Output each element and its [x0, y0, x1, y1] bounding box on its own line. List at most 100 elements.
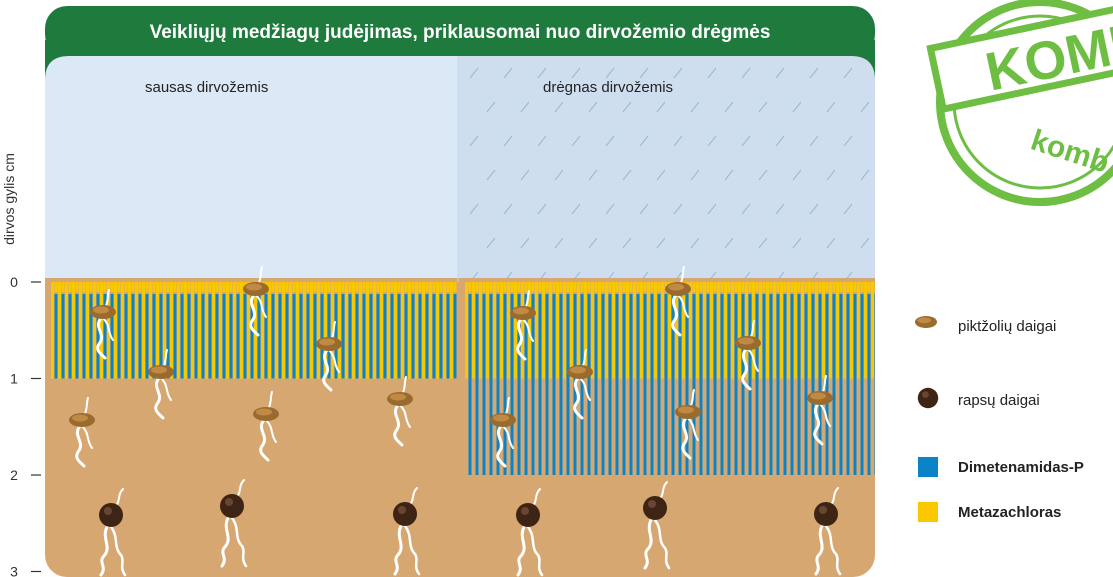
metazachlor-stripe — [545, 282, 549, 292]
legend-swatch — [918, 502, 938, 522]
metazachlor-stripe — [180, 282, 184, 292]
dimethenamid-stripe — [250, 294, 254, 379]
metazachlor-stripe — [783, 282, 787, 292]
dimethenamid-stripe — [292, 294, 296, 379]
metazachlor-stripe — [601, 282, 605, 292]
metazachlor-stripe — [331, 282, 334, 379]
metazachlor-stripe — [643, 282, 647, 292]
metazachlor-stripe — [692, 282, 696, 292]
dimethenamid-stripe — [229, 294, 233, 379]
metazachlor-stripe — [776, 282, 780, 292]
metazachlor-stripe — [75, 282, 79, 292]
weed-seedling-icon — [913, 302, 939, 363]
metazachlor-stripe — [152, 282, 156, 292]
dimethenamid-stripe — [383, 294, 387, 379]
dimethenamid-stripe — [755, 294, 759, 475]
metazachlor-stripe — [163, 282, 166, 379]
legend-label: Metazachloras — [958, 504, 1061, 521]
metazachlor-stripe — [51, 282, 54, 379]
metazachlor-stripe — [538, 282, 542, 292]
dimethenamid-stripe — [131, 294, 135, 379]
dimethenamid-stripe — [489, 294, 493, 475]
metazachlor-stripe — [229, 282, 233, 292]
metazachlor-stripe — [514, 282, 517, 379]
metazachlor-stripe — [759, 282, 762, 379]
metazachlor-stripe — [303, 282, 306, 379]
dimethenamid-stripe — [475, 294, 479, 475]
metazachlor-stripe — [804, 282, 808, 292]
metazachlor-stripe — [815, 282, 818, 379]
metazachlor-stripe — [320, 282, 324, 292]
metazachlor-stripe — [383, 282, 387, 292]
metazachlor-stripe — [524, 282, 528, 292]
metazachlor-stripe — [439, 282, 443, 292]
metazachlor-stripe — [853, 282, 857, 292]
metazachlor-stripe — [128, 282, 131, 379]
metazachlor-stripe — [362, 282, 366, 292]
metazachlor-stripe — [787, 282, 790, 379]
dimethenamid-stripe — [117, 294, 121, 379]
dimethenamid-stripe — [874, 294, 875, 475]
metazachlor-stripe — [121, 282, 124, 379]
dimethenamid-stripe — [671, 294, 675, 475]
rapeseed-seedling-icon — [916, 374, 942, 451]
metazachlor-stripe — [355, 282, 359, 292]
wet-soil-label: drėgnas dirvožemis — [543, 79, 673, 96]
dimethenamid-stripe — [285, 294, 289, 379]
dimethenamid-stripe — [355, 294, 359, 379]
metazachlor-stripe — [219, 282, 222, 379]
metazachlor-stripe — [825, 282, 829, 292]
metazachlor-stripe — [194, 282, 198, 292]
dimethenamid-stripe — [124, 294, 128, 379]
metazachlor-stripe — [450, 282, 453, 379]
dimethenamid-stripe — [860, 294, 864, 475]
metazachlor-stripe — [401, 282, 404, 379]
metazachlor-stripe — [794, 282, 797, 379]
metazachlor-stripe — [222, 282, 226, 292]
metazachlor-stripe — [254, 282, 257, 379]
metazachlor-stripe — [82, 282, 86, 292]
metazachlor-stripe — [72, 282, 75, 379]
metazachlor-stripe — [734, 282, 738, 292]
metazachlor-stripe — [261, 282, 264, 379]
metazachlor-stripe — [797, 282, 801, 292]
metazachlor-stripe — [633, 282, 636, 379]
metazachlor-stripe — [657, 282, 661, 292]
metazachlor-stripe — [836, 282, 839, 379]
metazachlor-stripe — [580, 282, 584, 292]
metazachlor-stripe — [566, 282, 570, 292]
dimethenamid-stripe — [587, 294, 591, 475]
dimethenamid-stripe — [762, 294, 766, 475]
dimethenamid-stripe — [446, 294, 450, 379]
metazachlor-stripe — [839, 282, 843, 292]
metazachlor-stripe — [61, 282, 65, 292]
metazachlor-stripe — [348, 282, 352, 292]
dimethenamid-stripe — [271, 294, 275, 379]
metazachlor-stripe — [418, 282, 422, 292]
metazachlor-stripe — [149, 282, 152, 379]
wet-air-region — [458, 56, 875, 282]
metazachlor-stripe — [411, 282, 415, 292]
metazachlor-stripe — [636, 282, 640, 292]
metazachlor-stripe — [713, 282, 717, 292]
metazachlor-stripe — [626, 282, 629, 379]
dimethenamid-stripe — [839, 294, 843, 475]
metazachlor-stripe — [489, 282, 493, 292]
dimethenamid-stripe — [706, 294, 710, 475]
metazachlor-stripe — [429, 282, 432, 379]
dimethenamid-stripe — [264, 294, 268, 379]
dimethenamid-stripe — [194, 294, 198, 379]
dimethenamid-stripe — [531, 294, 535, 475]
metazachlor-stripe — [54, 282, 58, 292]
dimethenamid-stripe — [145, 294, 149, 379]
depth-tick-label: 0 — [10, 274, 18, 290]
metazachlor-stripe — [846, 282, 850, 292]
metazachlor-stripe — [605, 282, 608, 379]
metazachlor-stripe — [535, 282, 538, 379]
dimethenamid-stripe — [622, 294, 626, 475]
metazachlor-stripe — [860, 282, 864, 292]
herbicide-distribution — [51, 282, 875, 475]
dimethenamid-stripe — [699, 294, 703, 475]
metazachlor-stripe — [724, 282, 727, 379]
